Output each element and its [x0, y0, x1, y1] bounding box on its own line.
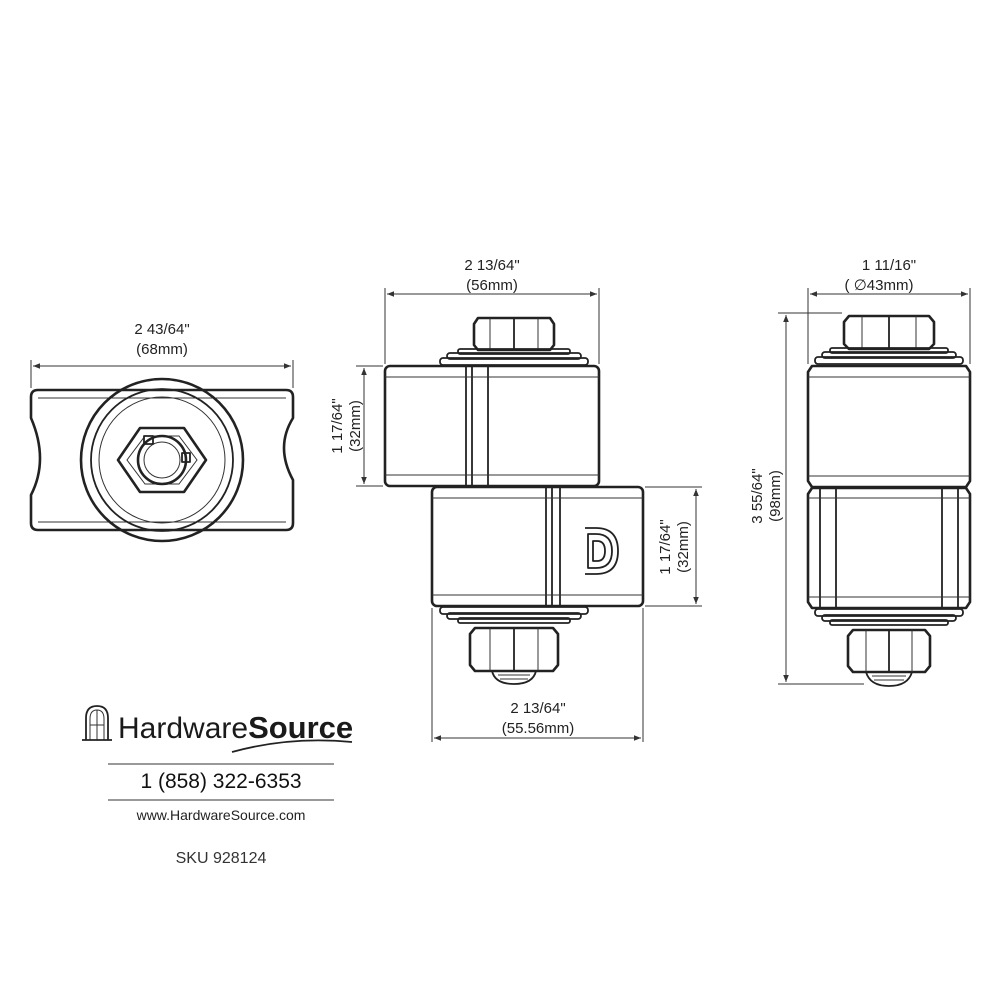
dim-side-height-mm: (98mm): [767, 470, 784, 522]
brand-website: www.HardwareSource.com: [136, 807, 306, 823]
front-upper-knuckle: [383, 364, 601, 488]
brand-phone: 1 (858) 322-6353: [140, 770, 301, 793]
dim-front-height-lower-mm: (32mm): [675, 521, 692, 573]
brand-block: HardwareSource 1 (858) 322-6353 www.Hard…: [82, 705, 353, 867]
dim-front-width-top-inch: 2 13/64": [464, 257, 519, 274]
dim-side-height-inch: 3 55/64": [749, 468, 766, 523]
product-sku: SKU 928124: [176, 850, 267, 867]
top-view-outer-ring: [79, 377, 245, 543]
top-view-bolt: [136, 434, 188, 486]
top-view-inner-ring: [90, 388, 234, 532]
brand-swoosh: [231, 739, 353, 753]
front-bolt-thread: [491, 670, 537, 685]
dim-top-width-inch: 2 43/64": [134, 321, 189, 338]
dim-side-diameter-inch: 1 11/16": [862, 257, 916, 274]
side-lower-barrel: [806, 486, 972, 610]
front-view: 2 13/64" (56mm) 1 17/64" (32mm) 1 17/64"…: [329, 257, 702, 742]
top-view-hex-nut: [116, 426, 208, 494]
dim-front-height-upper-mm: (32mm): [347, 400, 364, 452]
side-view: 1 11/16" ( ∅43mm) 3 55/64" (98mm): [749, 257, 972, 687]
dim-front-width-bottom-mm: (55.56mm): [502, 720, 575, 737]
brand-mark-d-icon: [585, 527, 619, 575]
front-lower-knuckle: [430, 485, 645, 608]
dim-front-height-lower-inch: 1 17/64": [657, 519, 674, 574]
arched-window-icon: [82, 705, 112, 741]
side-top-nut: [842, 314, 936, 351]
side-bolt-thread: [865, 671, 913, 687]
dim-side-diameter-mm: ( ∅43mm): [845, 277, 914, 294]
top-view-plate: [29, 388, 295, 532]
brand-name: HardwareSource: [118, 710, 353, 745]
dim-front-height-upper-inch: 1 17/64": [329, 398, 346, 453]
top-view: 2 43/64" (68mm): [29, 321, 295, 543]
dim-top-width-mm: (68mm): [136, 341, 188, 358]
dim-front-width-top-mm: (56mm): [466, 277, 518, 294]
front-bottom-nut: [468, 626, 560, 673]
side-bottom-nut: [846, 628, 932, 674]
dim-front-width-bottom-inch: 2 13/64": [510, 700, 565, 717]
front-top-nut: [472, 316, 556, 352]
side-upper-barrel: [806, 364, 972, 489]
